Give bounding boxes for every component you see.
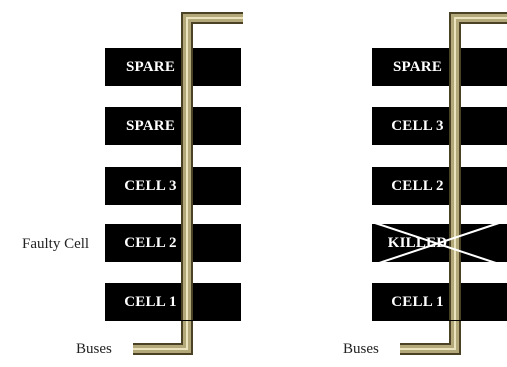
cell-label: SPARE (392, 59, 443, 75)
cell-label: CELL 1 (124, 294, 177, 310)
cell-label: SPARE (125, 59, 176, 75)
left-cell-2: CELL 2 (105, 224, 241, 262)
right-cell-spare: SPARE (372, 48, 507, 86)
right-cell-1: CELL 1 (372, 283, 507, 321)
cell-label: CELL 2 (391, 178, 444, 194)
cell-label: CELL 3 (124, 178, 177, 194)
left-cell-1: CELL 1 (105, 283, 241, 321)
left-cell-3: CELL 3 (105, 167, 241, 205)
killed-cross-mark (369, 220, 506, 267)
right-cell-3: CELL 3 (372, 107, 507, 145)
cell-label: CELL 2 (124, 235, 177, 251)
faulty-cell-annotation: Faulty Cell (22, 236, 90, 252)
cell-label: KILLED (387, 235, 448, 251)
right-cell-2: CELL 2 (372, 167, 507, 205)
right-buses-label: Buses (343, 341, 379, 357)
left-buses-label: Buses (76, 341, 112, 357)
cell-label: CELL 3 (391, 118, 444, 134)
cell-label: SPARE (125, 118, 176, 134)
left-cell-spare-top: SPARE (105, 48, 241, 86)
cell-label: CELL 1 (391, 294, 444, 310)
left-cell-spare-bottom: SPARE (105, 107, 241, 145)
